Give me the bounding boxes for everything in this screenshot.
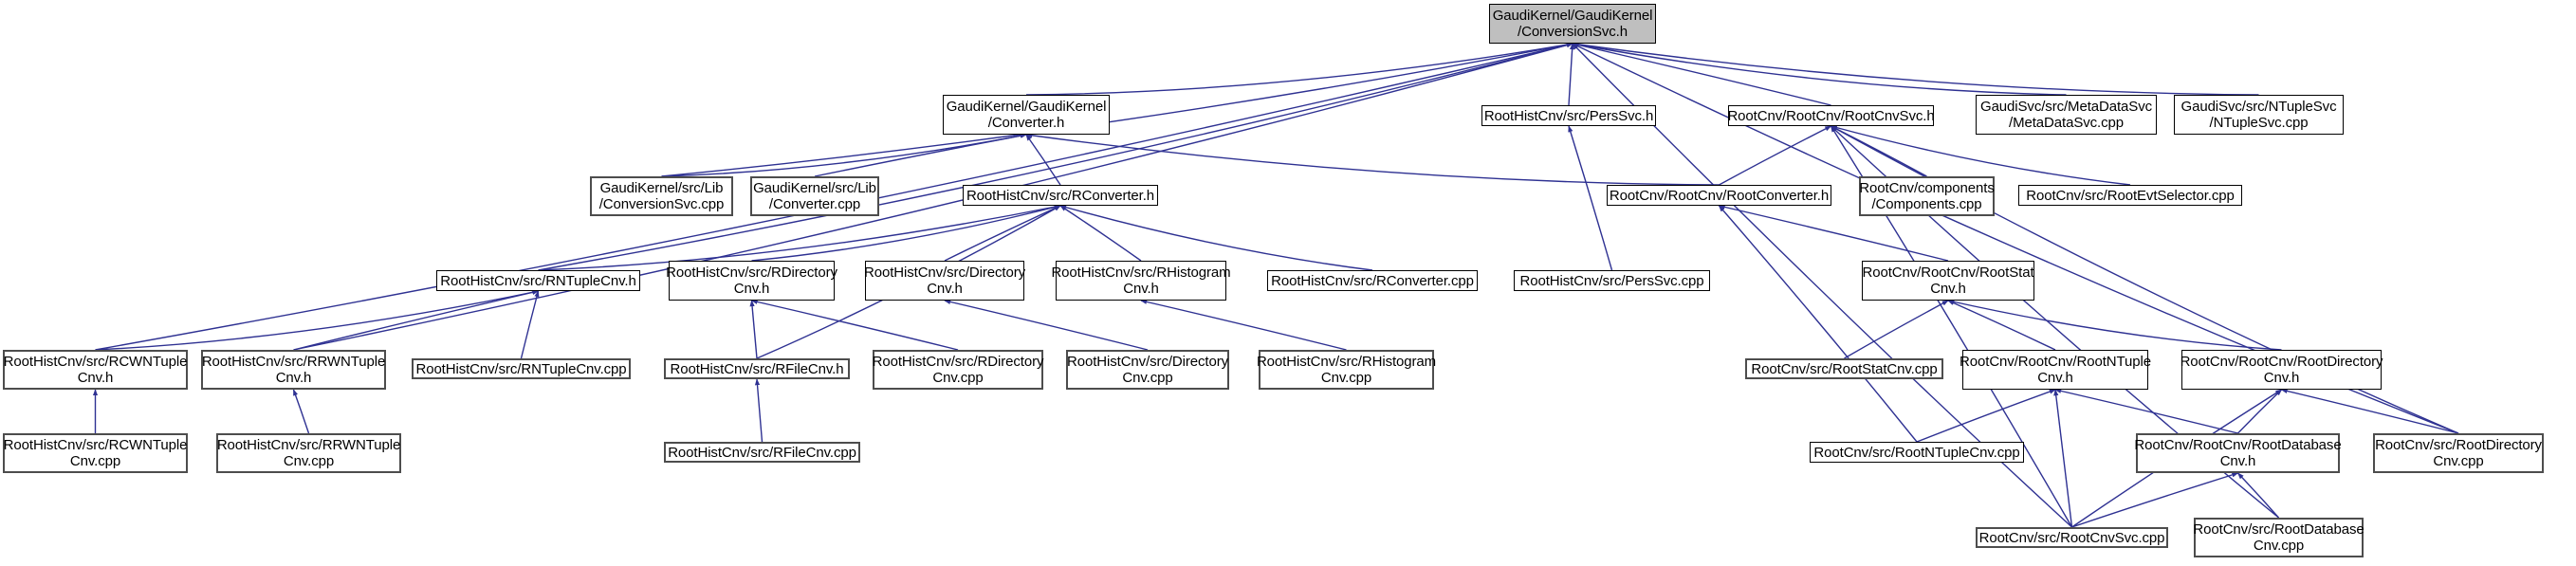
- graph-node[interactable]: RootCnv/components /Components.cpp: [1859, 176, 1995, 216]
- graph-node[interactable]: GaudiSvc/src/MetaDataSvc /MetaDataSvc.cp…: [1976, 95, 2157, 135]
- graph-node[interactable]: RootHistCnv/src/Directory Cnv.cpp: [1066, 350, 1229, 390]
- graph-node[interactable]: RootHistCnv/src/Directory Cnv.h: [864, 261, 1025, 301]
- graph-node[interactable]: RootHistCnv/src/RNTupleCnv.cpp: [412, 358, 631, 379]
- graph-node[interactable]: RootHistCnv/src/RCWNTuple Cnv.cpp: [3, 433, 188, 473]
- graph-node[interactable]: GaudiKernel/GaudiKernel /Converter.h: [943, 95, 1110, 135]
- graph-node[interactable]: RootCnv/src/RootDirectory Cnv.cpp: [2373, 433, 2544, 473]
- graph-node[interactable]: RootHistCnv/src/RFileCnv.cpp: [664, 442, 860, 463]
- graph-node[interactable]: RootCnv/src/RootDatabase Cnv.cpp: [2193, 518, 2364, 557]
- graph-node[interactable]: RootHistCnv/src/RNTupleCnv.h: [436, 270, 640, 291]
- graph-node[interactable]: RootHistCnv/src/RConverter.cpp: [1267, 270, 1478, 291]
- graph-node[interactable]: RootHistCnv/src/PersSvc.h: [1481, 105, 1656, 126]
- graph-node-root[interactable]: GaudiKernel/GaudiKernel /ConversionSvc.h: [1489, 4, 1656, 44]
- graph-node[interactable]: RootCnv/src/RootStatCnv.cpp: [1745, 358, 1943, 379]
- graph-node[interactable]: RootCnv/src/RootEvtSelector.cpp: [2018, 185, 2242, 206]
- graph-node[interactable]: RootCnv/src/RootCnvSvc.cpp: [1976, 527, 2168, 548]
- graph-node[interactable]: RootCnv/src/RootNTupleCnv.cpp: [1810, 442, 2024, 463]
- graph-node[interactable]: RootCnv/RootCnv/RootConverter.h: [1607, 185, 1831, 206]
- graph-node[interactable]: RootHistCnv/src/RFileCnv.h: [664, 358, 850, 379]
- graph-node[interactable]: GaudiSvc/src/NTupleSvc /NTupleSvc.cpp: [2174, 95, 2344, 135]
- graph-node[interactable]: RootCnv/RootCnv/RootNTuple Cnv.h: [1960, 350, 2151, 390]
- graph-node[interactable]: RootHistCnv/src/RDirectory Cnv.cpp: [873, 350, 1043, 390]
- graph-node[interactable]: RootCnv/RootCnv/RootDirectory Cnv.h: [2180, 350, 2383, 390]
- graph-node[interactable]: RootHistCnv/src/RCWNTuple Cnv.h: [3, 350, 188, 390]
- graph-node[interactable]: RootCnv/RootCnv/RootCnvSvc.h: [1727, 105, 1935, 126]
- graph-node[interactable]: RootCnv/RootCnv/RootDatabase Cnv.h: [2134, 433, 2342, 473]
- graph-node[interactable]: RootHistCnv/src/RConverter.h: [963, 185, 1158, 206]
- graph-node[interactable]: RootCnv/RootCnv/RootStat Cnv.h: [1862, 261, 2034, 301]
- graph-node[interactable]: GaudiKernel/src/Lib /Converter.cpp: [750, 176, 879, 216]
- graph-node[interactable]: RootHistCnv/src/RRWNTuple Cnv.h: [201, 350, 386, 390]
- graph-node[interactable]: RootHistCnv/src/RHistogram Cnv.cpp: [1257, 350, 1436, 390]
- graph-node[interactable]: RootHistCnv/src/RHistogram Cnv.h: [1051, 261, 1231, 301]
- graph-node[interactable]: RootHistCnv/src/PersSvc.cpp: [1514, 270, 1710, 291]
- graph-node[interactable]: RootHistCnv/src/RRWNTuple Cnv.cpp: [216, 433, 401, 473]
- graph-node[interactable]: RootHistCnv/src/RDirectory Cnv.h: [666, 261, 837, 301]
- graph-node[interactable]: GaudiKernel/src/Lib /ConversionSvc.cpp: [590, 176, 733, 216]
